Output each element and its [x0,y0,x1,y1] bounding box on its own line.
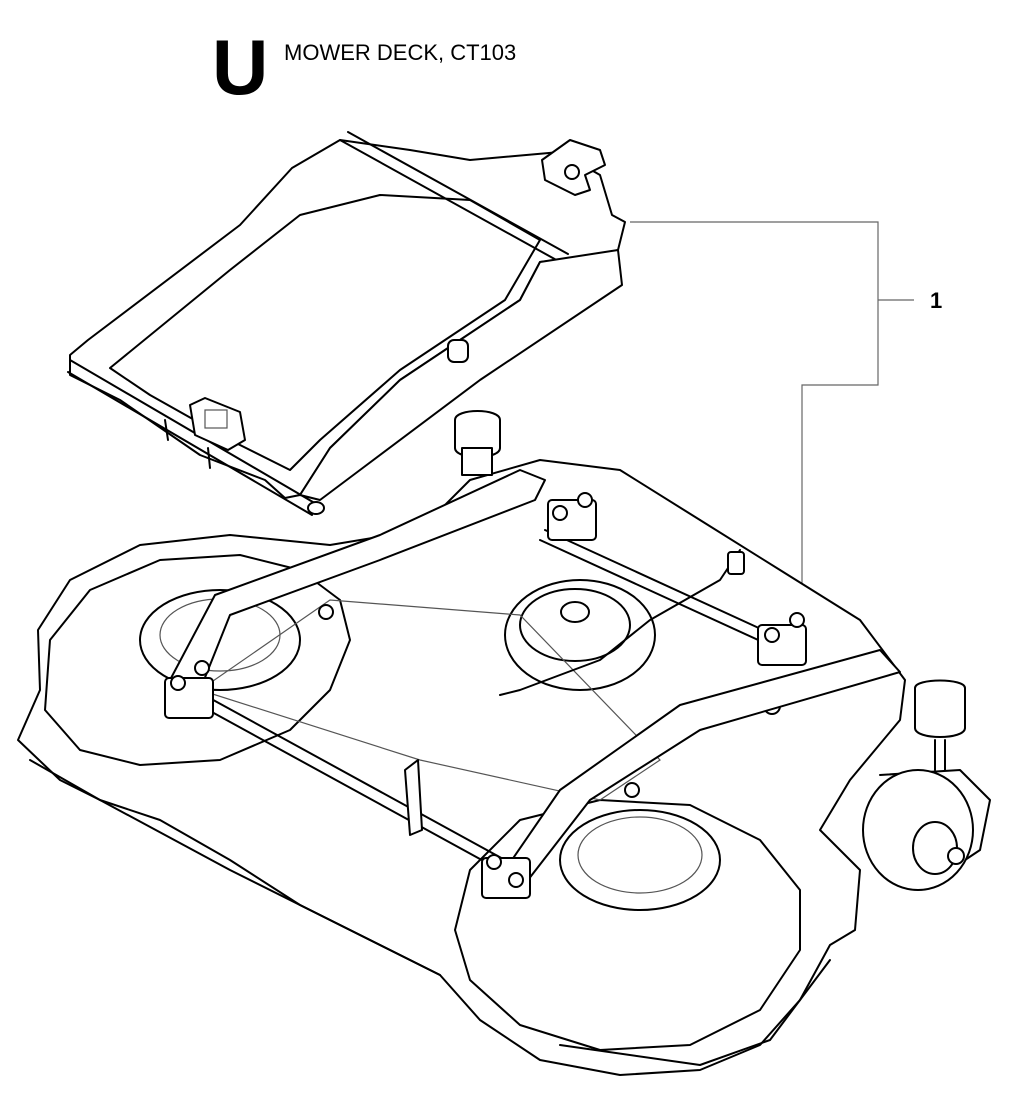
lift-linkage [164,410,901,899]
page-title: MOWER DECK, CT103 [284,40,517,65]
callout-1-leader [630,221,914,588]
mower-deck [17,459,906,1076]
callout-1-label: 1 [930,288,943,313]
gauge-wheel [862,679,991,891]
hitch-frame [67,131,626,516]
section-letter: U [212,23,269,111]
